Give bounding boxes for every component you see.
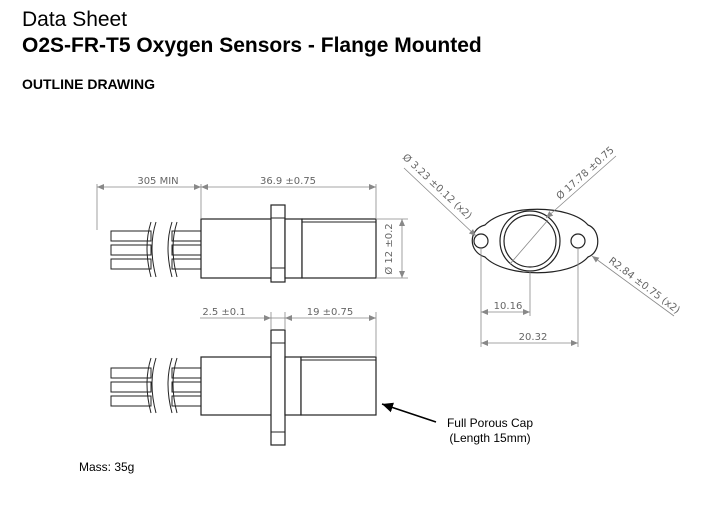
half-spacing-label: 10.16: [494, 301, 523, 312]
flange-thickness-label: 2.5 ±0.1: [202, 307, 245, 318]
cap-length-label: 19 ±0.75: [307, 307, 354, 318]
flange-plan-view: [403, 155, 675, 347]
side-view-bottom: [110, 312, 377, 446]
body-length-label: 36.9 ±0.75: [260, 176, 316, 187]
lead-length-label: 305 MIN: [137, 176, 178, 187]
mass-note: Mass: 35g: [79, 460, 135, 474]
hole-diameter-label: Ø 3.23 ±0.12 (x2): [400, 151, 474, 221]
side-view-top: [96, 184, 408, 283]
body-diameter-label: Ø 12 ±0.2: [383, 223, 395, 274]
flange-radius-label: R2.84 ±0.75 (x2): [606, 256, 682, 317]
document-type: Data Sheet: [22, 8, 128, 31]
bore-diameter-label: Ø 17.78 ±0.75: [554, 144, 617, 202]
page-title: O2S-FR-T5 Oxygen Sensors - Flange Mounte…: [22, 34, 482, 57]
porous-cap-length-note: (Length 15mm): [449, 431, 530, 445]
porous-cap-arrow: [381, 402, 437, 423]
hole-spacing-label: 20.32: [519, 332, 548, 343]
porous-cap-note: Full Porous Cap: [447, 416, 533, 430]
section-heading: OUTLINE DRAWING: [22, 76, 155, 92]
